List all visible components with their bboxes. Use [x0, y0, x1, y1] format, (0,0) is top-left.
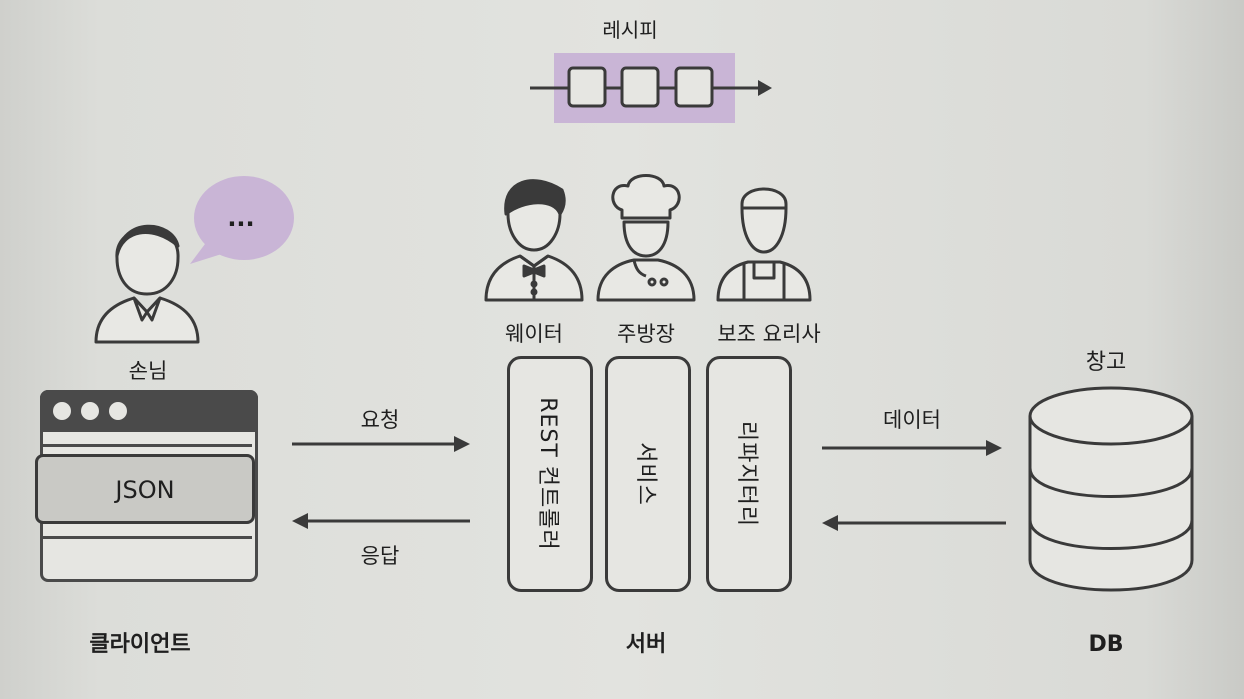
- request-arrow-icon: [292, 434, 472, 454]
- data-label: 데이터: [883, 408, 941, 432]
- assistant-label: 보조 요리사: [717, 322, 821, 346]
- waiter-icon: [484, 170, 584, 302]
- json-band: [35, 454, 255, 524]
- rest-controller-box: REST 컨트롤러: [507, 356, 593, 592]
- db-label: DB: [1088, 632, 1124, 657]
- warehouse-label: 창고: [1085, 350, 1127, 375]
- bubble-text: ...: [227, 204, 255, 232]
- json-label: JSON: [115, 476, 175, 504]
- response-label: 응답: [360, 544, 400, 568]
- data-arrow-icon: [822, 438, 1004, 458]
- waiter-label: 웨이터: [505, 322, 563, 346]
- customer-label: 손님: [128, 359, 168, 383]
- server-title: 서버: [625, 632, 667, 657]
- customer-icon: [92, 210, 202, 345]
- return-arrow-icon: [820, 513, 1006, 533]
- repository-label: 리파지터리: [734, 420, 759, 528]
- chef-label: 주방장: [617, 322, 675, 346]
- window-dot-icon: [53, 402, 71, 420]
- speech-bubble-icon: [188, 174, 298, 266]
- rest-controller-label: REST 컨트롤러: [535, 397, 560, 551]
- client-title: 클라이언트: [89, 632, 191, 657]
- response-arrow-icon: [290, 511, 470, 531]
- recipe-label: 레시피: [602, 18, 658, 42]
- client-window: JSON: [35, 390, 260, 582]
- service-label: 서비스: [633, 442, 658, 506]
- recipe-conveyor-icon: [530, 50, 775, 126]
- chef-icon: [596, 170, 696, 302]
- window-dot-icon: [81, 402, 99, 420]
- request-label: 요청: [360, 408, 400, 432]
- service-box: 서비스: [605, 356, 691, 592]
- database-icon: [1026, 384, 1196, 594]
- assistant-cook-icon: [714, 178, 814, 302]
- window-dot-icon: [109, 402, 127, 420]
- repository-box: 리파지터리: [706, 356, 792, 592]
